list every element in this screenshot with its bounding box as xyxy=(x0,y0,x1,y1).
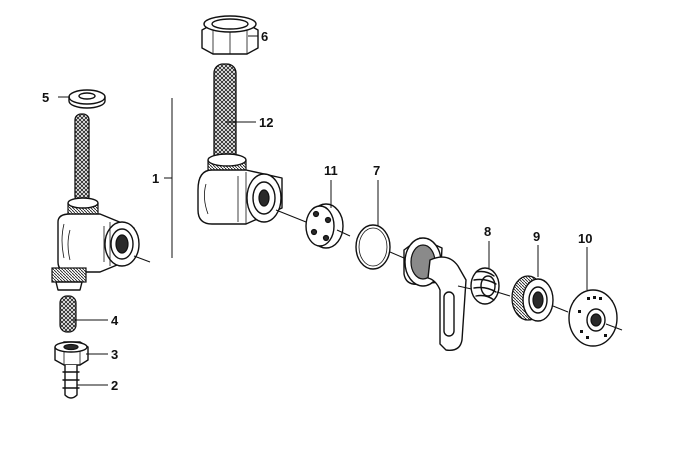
callout-labels: 1 2 3 4 5 6 7 8 9 10 11 12 xyxy=(42,29,592,393)
callout-4: 4 xyxy=(111,313,119,328)
callout-5: 5 xyxy=(42,90,49,105)
spring-part-8 xyxy=(470,267,511,305)
callout-2: 2 xyxy=(111,378,118,393)
callout-leaders xyxy=(58,35,588,386)
o-ring-part-7 xyxy=(355,224,405,270)
main-valve-body xyxy=(197,169,307,225)
braided-hose-part-12 xyxy=(213,63,237,165)
union-nut-part-6 xyxy=(201,15,259,55)
callout-3: 3 xyxy=(111,347,118,362)
left-braided-hose xyxy=(74,113,90,203)
threaded-ring-part-9 xyxy=(511,275,569,322)
knurled-cap-part-10 xyxy=(568,289,623,347)
callout-9: 9 xyxy=(533,229,540,244)
left-outlet-nipple xyxy=(51,267,87,291)
nut-part-3 xyxy=(54,341,89,366)
callout-11: 11 xyxy=(324,163,338,178)
callout-6: 6 xyxy=(261,29,268,44)
hose-nipple-part-2 xyxy=(62,365,80,399)
disc-part-11 xyxy=(305,203,351,249)
cap-grip-dots xyxy=(578,296,607,339)
callout-7: 7 xyxy=(373,163,380,178)
main-assembly xyxy=(197,15,623,351)
callout-10: 10 xyxy=(578,231,592,246)
left-valve-body xyxy=(57,213,151,273)
left-assembly xyxy=(51,89,151,399)
assembly-bracket-1 xyxy=(164,98,173,258)
valve-lever-plug xyxy=(403,237,477,351)
strainer-part-4 xyxy=(59,295,77,333)
washer-part-5 xyxy=(68,89,106,109)
callout-12: 12 xyxy=(259,115,273,130)
callout-8: 8 xyxy=(484,224,491,239)
callout-1: 1 xyxy=(152,171,159,186)
